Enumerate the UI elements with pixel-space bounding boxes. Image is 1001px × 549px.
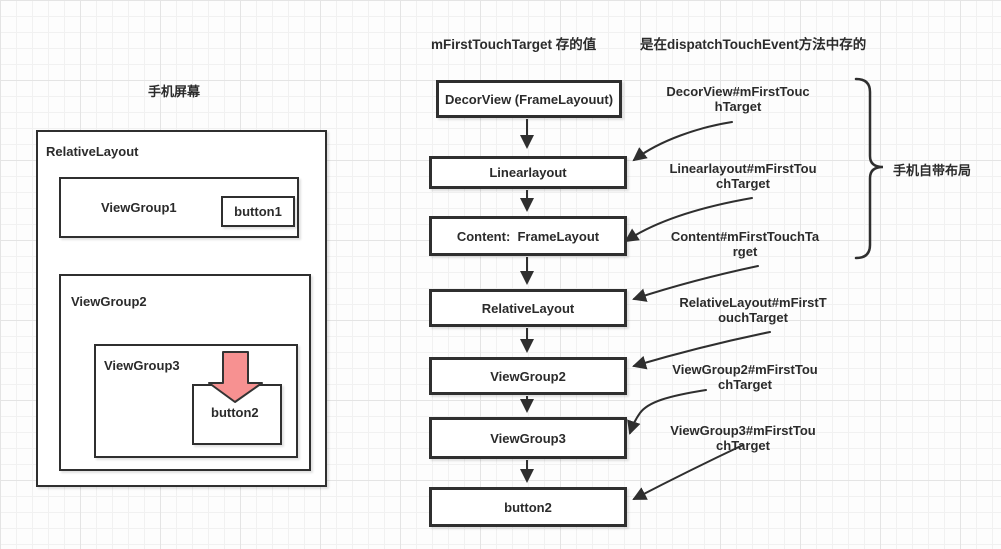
phone-viewgroup2-label: ViewGroup2 <box>71 294 147 309</box>
pointer-arrow-viewgroup3-field <box>632 444 744 500</box>
brace <box>854 77 884 260</box>
node-decorview: DecorView (FrameLayouut) <box>436 80 622 118</box>
phone-button1-box: button1 <box>221 196 295 227</box>
phone-screen-label: 手机屏幕 <box>148 84 201 99</box>
phone-button2-label: button2 <box>211 405 259 420</box>
field-label-viewgroup2: ViewGroup2#mFirstTou chTarget <box>672 362 818 392</box>
phone-viewgroup1-label: ViewGroup1 <box>101 200 177 215</box>
field-label-content: Content#mFirstTouchTa rget <box>670 229 820 259</box>
pointer-arrow-relativelayout-field <box>632 331 771 370</box>
node-viewgroup3: ViewGroup3 <box>429 417 627 459</box>
node-button2: button2 <box>429 487 627 527</box>
brace-label: 手机自带布局 <box>893 163 972 178</box>
title-dispatch-note: 是在dispatchTouchEvent方法中存的 <box>640 37 867 52</box>
title-mfirsttouchtarget: mFirstTouchTarget 存的值 <box>431 37 597 52</box>
node-content-framelayout: Content: FrameLayout <box>429 216 627 256</box>
field-label-linearlayout: Linearlayout#mFirstTou chTarget <box>669 161 817 191</box>
field-label-viewgroup3: ViewGroup3#mFirstTou chTarget <box>670 423 816 453</box>
phone-viewgroup3-label: ViewGroup3 <box>104 358 180 373</box>
node-viewgroup2: ViewGroup2 <box>429 357 627 395</box>
phone-relativelayout-label: RelativeLayout <box>46 144 139 159</box>
node-linearlayout: Linearlayout <box>429 156 627 189</box>
pointer-arrow-decorview-field <box>632 121 733 162</box>
node-relativelayout: RelativeLayout <box>429 289 627 327</box>
field-label-decorview: DecorView#mFirstTouc hTarget <box>666 84 810 114</box>
phone-button2-box <box>192 384 282 445</box>
field-label-relativelayout: RelativeLayout#mFirstT ouchTarget <box>679 295 827 325</box>
